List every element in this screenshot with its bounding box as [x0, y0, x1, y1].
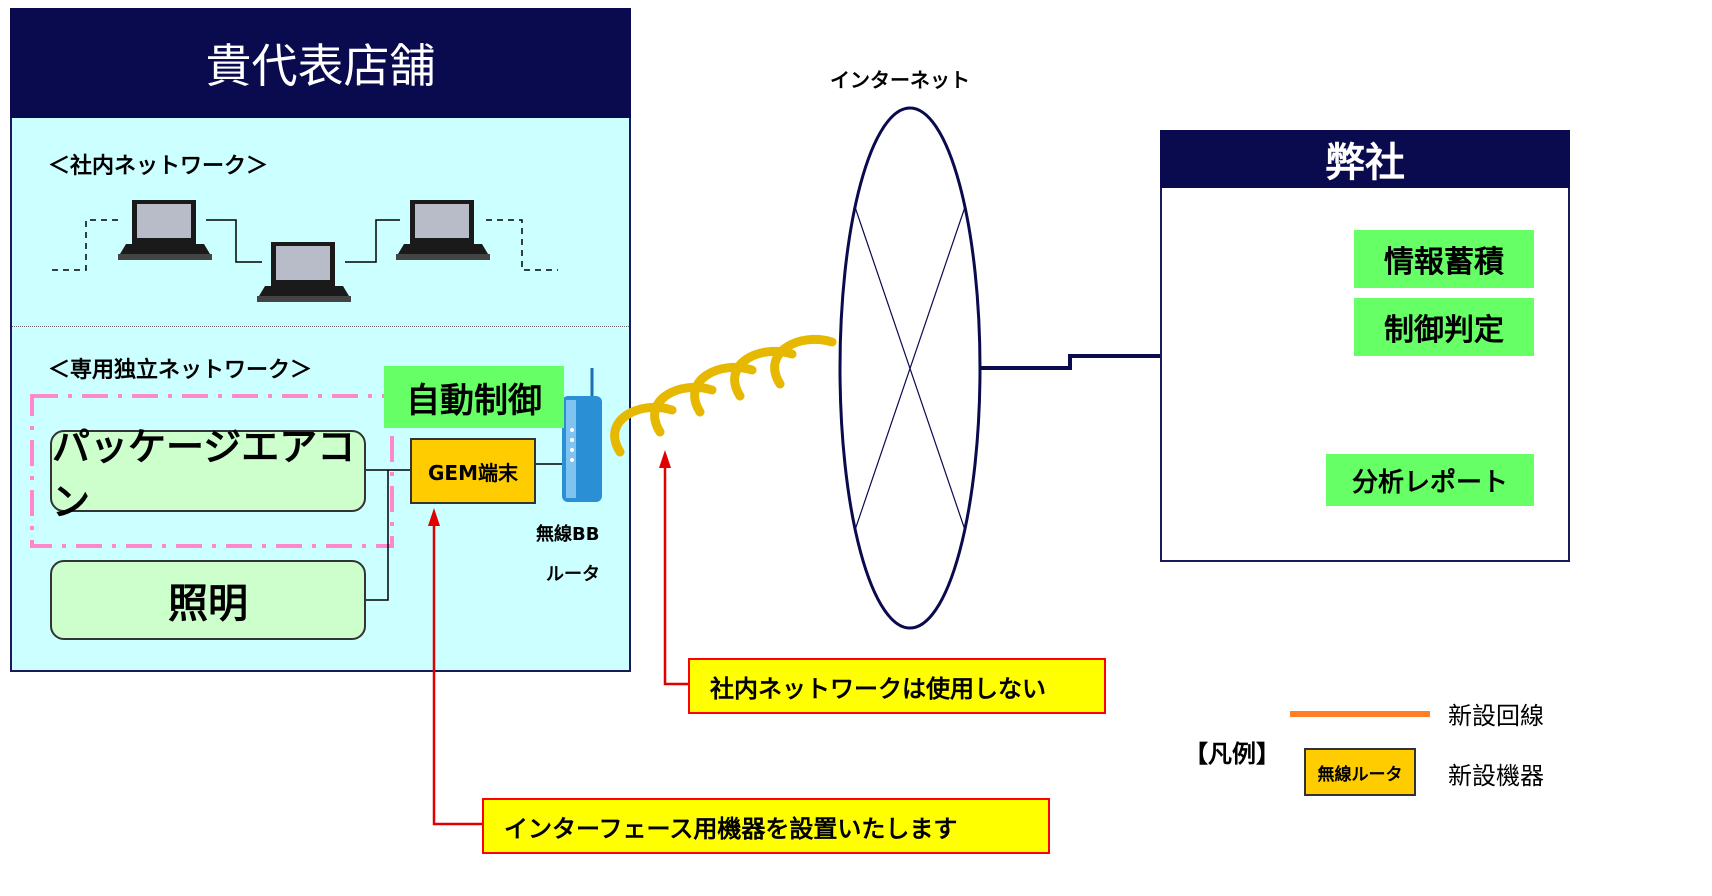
internet-label: インターネット [830, 68, 970, 92]
callout-install-interface: インターフェース用機器を設置いたします [482, 798, 1050, 854]
company-title: 弊社 [1160, 130, 1570, 188]
info-storage-label: 情報蓄積 [1354, 230, 1534, 288]
wireless-waves [610, 334, 837, 457]
auto-control-label: 自動制御 [384, 366, 564, 428]
section-divider [12, 326, 629, 327]
callout-no-internal-network: 社内ネットワークは使用しない [688, 658, 1106, 714]
analysis-report-label: 分析レポート [1326, 454, 1534, 506]
laptop-icon [257, 242, 351, 302]
dedicated-network-label: ＜専用独立ネットワーク＞ [48, 358, 313, 383]
laptop-icon [396, 200, 490, 260]
legend-new-device-text: 新設機器 [1448, 762, 1544, 790]
gem-terminal-box: GEM端末 [410, 438, 536, 504]
router-label: 無線BB [536, 524, 600, 545]
internal-network-label: ＜社内ネットワーク＞ [48, 154, 269, 179]
legend-new-device-sample: 無線ルータ [1304, 748, 1416, 796]
aircon-box: パッケージエアコン [50, 425, 366, 524]
router-label: ルータ [546, 564, 600, 585]
lighting-box: 照明 [50, 560, 366, 640]
store-title: 貴代表店舗 [10, 8, 631, 118]
laptop-icon [118, 200, 212, 260]
legend-new-line-text: 新設回線 [1448, 702, 1544, 730]
control-decision-label: 制御判定 [1354, 298, 1534, 356]
legend-title: 【凡例】 [1184, 740, 1280, 768]
router-icon [562, 368, 602, 502]
